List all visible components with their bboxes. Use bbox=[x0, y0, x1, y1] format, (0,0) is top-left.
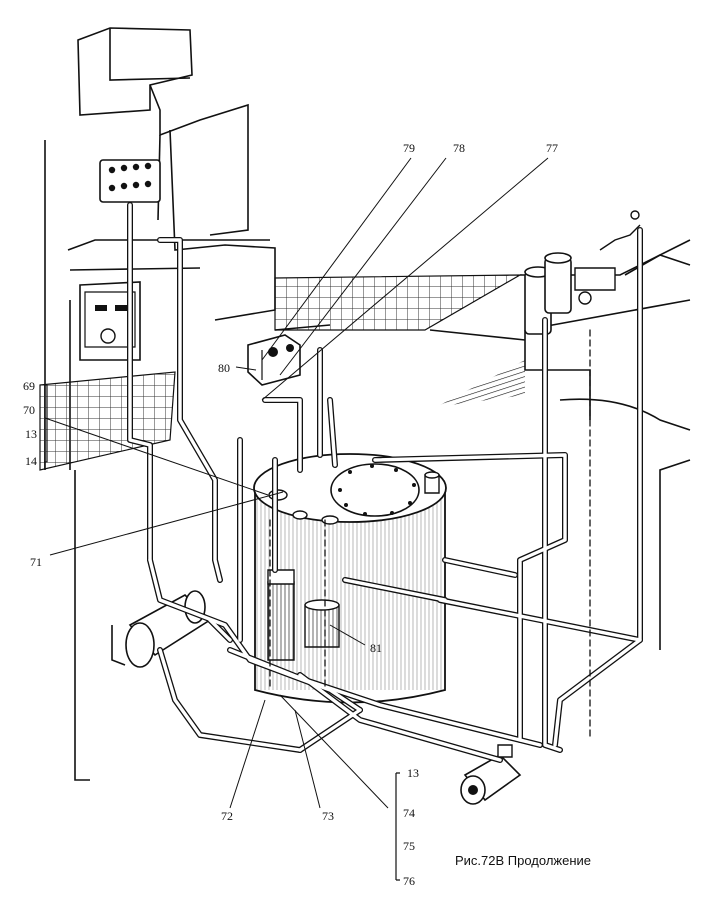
callout-75: 75 bbox=[403, 839, 415, 853]
callout-13-bottom: 13 bbox=[407, 766, 419, 780]
grid-surface-right bbox=[275, 275, 520, 330]
callout-81: 81 bbox=[370, 641, 382, 655]
callout-77: 77 bbox=[546, 141, 558, 155]
callout-73: 73 bbox=[322, 809, 334, 823]
callout-69: 69 bbox=[23, 379, 35, 393]
control-panel bbox=[85, 160, 160, 347]
hatched-surface bbox=[440, 360, 525, 405]
callout-80: 80 bbox=[218, 361, 230, 375]
callout-14: 14 bbox=[25, 454, 37, 468]
callout-79: 79 bbox=[403, 141, 415, 155]
callout-72: 72 bbox=[221, 809, 233, 823]
callout-70: 70 bbox=[23, 403, 35, 417]
figure-caption: Рис.72В Продолжение bbox=[455, 853, 592, 868]
machine-frame-right bbox=[275, 240, 690, 650]
valve-block bbox=[248, 335, 300, 385]
pipe-network bbox=[130, 205, 640, 760]
callout-71: 71 bbox=[30, 555, 42, 569]
pump-assembly bbox=[525, 211, 640, 334]
callout-78: 78 bbox=[453, 141, 465, 155]
bracket-left bbox=[44, 385, 47, 462]
callout-76: 76 bbox=[403, 874, 415, 888]
leader-lines bbox=[45, 158, 548, 808]
bracket-bottom bbox=[396, 773, 400, 880]
callout-74: 74 bbox=[403, 806, 415, 820]
motor bbox=[461, 745, 520, 804]
filter-element bbox=[268, 570, 339, 660]
callout-13-left: 13 bbox=[25, 427, 37, 441]
grid-surface-left bbox=[40, 372, 175, 470]
